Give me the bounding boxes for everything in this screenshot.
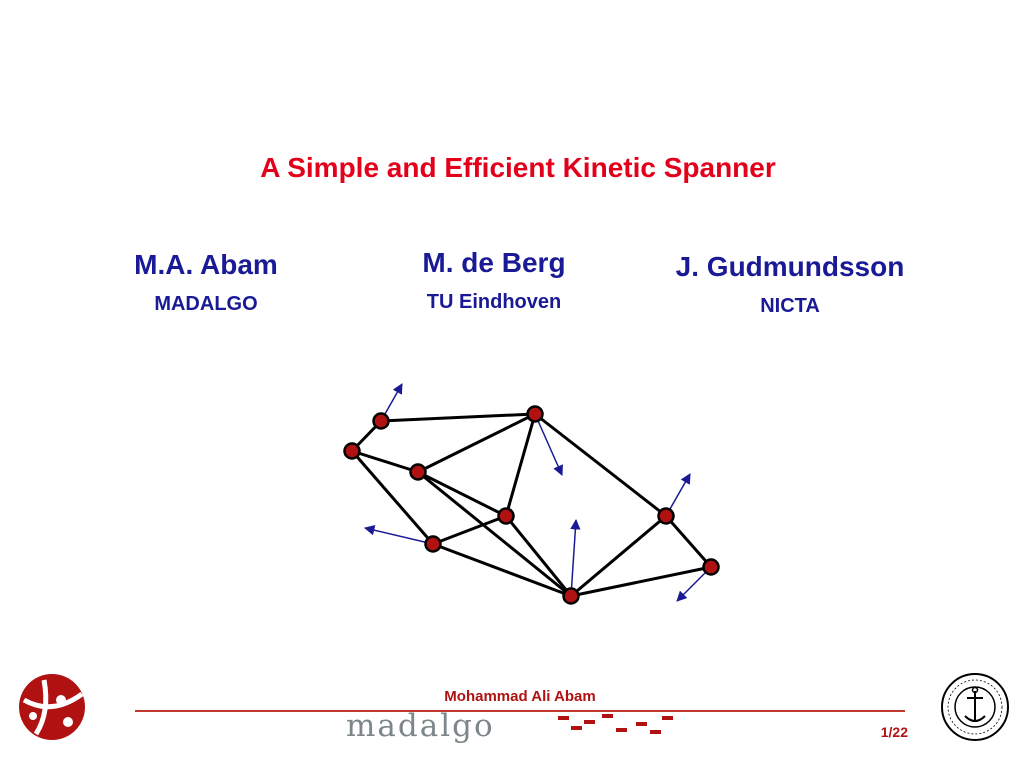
graph-edge — [432, 514, 507, 546]
graph-edge — [380, 412, 536, 423]
graph-edge — [504, 515, 573, 597]
author-affiliation: NICTA — [760, 295, 820, 317]
madalgo-logo-dashes-icon — [558, 714, 673, 734]
university-seal-icon — [941, 673, 1009, 741]
graph-node — [372, 412, 390, 430]
graph-node — [526, 405, 544, 423]
graph-edge — [570, 514, 667, 598]
graph-edge — [351, 449, 419, 474]
author-abam: M.A. Abam MADALGO — [96, 249, 316, 316]
author-affiliation: MADALGO — [154, 293, 258, 315]
velocity-arrow — [570, 518, 581, 597]
graph-edge — [570, 565, 712, 598]
graph-edge — [350, 450, 435, 545]
graph-node — [424, 535, 442, 553]
university-logo-icon — [19, 674, 85, 740]
graph-node — [409, 463, 427, 481]
author-name: J. Gudmundsson — [675, 251, 905, 282]
velocity-arrow — [363, 525, 434, 545]
graph-edge — [534, 412, 667, 518]
author-affiliation: TU Eindhoven — [426, 291, 562, 313]
graph-edge — [504, 413, 537, 517]
author-de-berg: M. de Berg TU Eindhoven — [384, 247, 604, 314]
graph-edge — [432, 542, 572, 598]
graph-node — [343, 442, 361, 460]
velocity-arrow — [534, 413, 563, 476]
graph-nodes — [343, 405, 720, 605]
graph-edge — [417, 470, 572, 598]
graph-edge — [417, 470, 507, 518]
footer-presenter: Mohammad Ali Abam — [444, 688, 596, 705]
footer-divider — [135, 710, 905, 712]
graph-edge — [417, 412, 536, 474]
graph-node — [497, 507, 515, 525]
graph-edge — [664, 515, 713, 568]
graph-node — [657, 507, 675, 525]
graph-edges — [350, 412, 713, 598]
author-name: M. de Berg — [422, 247, 566, 278]
author-gudmundsson: J. Gudmundsson NICTA — [640, 251, 940, 318]
graph-node — [702, 558, 720, 576]
graph-node — [562, 587, 580, 605]
author-name: M.A. Abam — [134, 249, 278, 280]
madalgo-logo-text: madalgo — [346, 708, 495, 744]
slide-title: A Simple and Efficient Kinetic Spanner — [260, 152, 776, 183]
page-number: 1/22 — [880, 724, 908, 740]
